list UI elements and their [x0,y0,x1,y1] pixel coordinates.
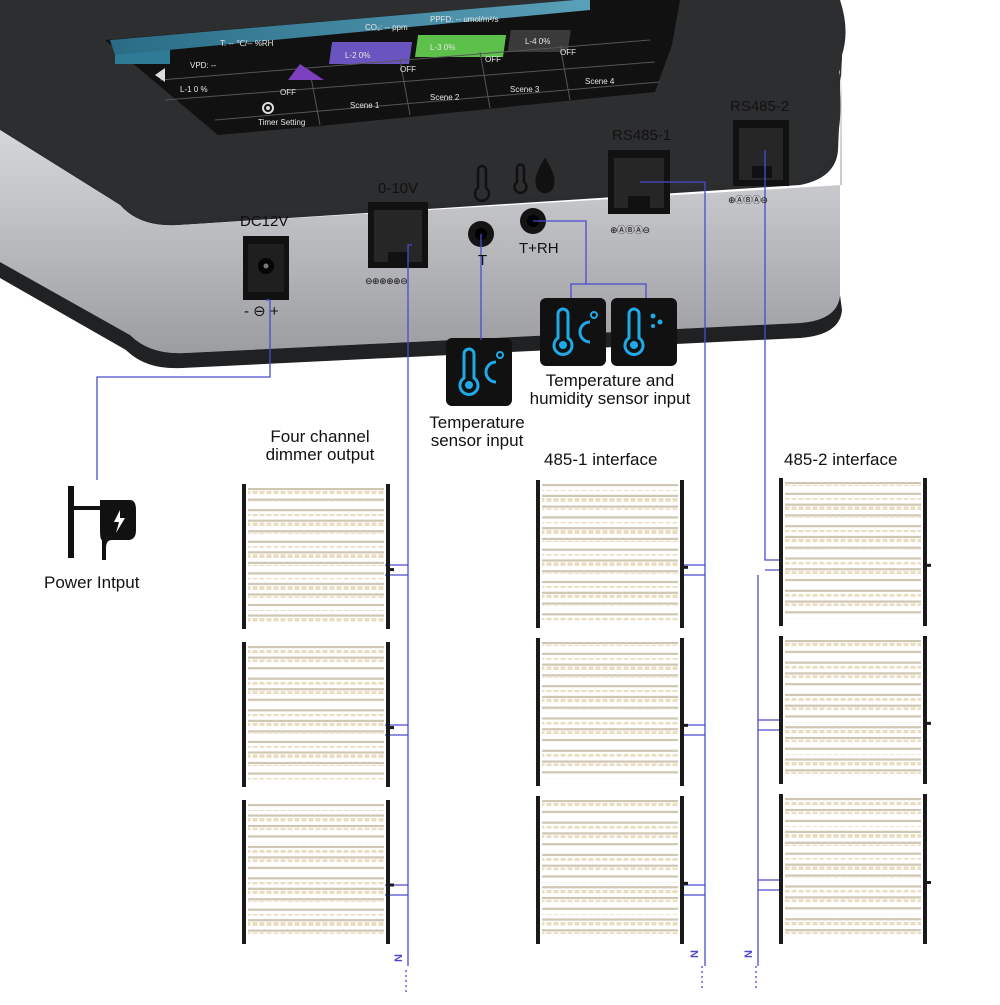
led-bar-dimmer-1 [242,484,394,629]
dc-label: DC12V [240,213,289,230]
rgb-spectrum-icon [288,64,324,80]
led-bar-dimmer-2 [242,642,394,787]
led-bar-485-1-3 [536,796,688,944]
rs485-2-port[interactable] [733,120,789,186]
screen-off-2[interactable]: OFF [400,65,416,74]
screen-cell-l4 [507,30,571,52]
temp-humidity-sensor-label: Temperature and humidity sensor input [529,371,691,408]
screen-scene-1[interactable]: Scene 1 [350,101,380,110]
screen-scene-4[interactable]: Scene 4 [585,77,615,86]
screen-l1-text: L-1 0 % [180,85,208,94]
dc-jack[interactable] [243,236,289,300]
power-adapter-icon [68,486,136,560]
rs485-2-pins-label: ⊕ⒶⒷⒶ⊖ [728,195,768,205]
485-1-interface-label: 485-1 interface [544,450,658,469]
wire-rs1-b3 [683,884,705,896]
trh-label: T+RH [519,240,559,257]
polarity-label: - ⊖ + [244,303,279,320]
power-input-label: Power Intput [44,573,140,592]
settings-gear-icon[interactable] [262,102,274,114]
screen-cell-l2 [329,42,413,64]
touch-screen: T: -- ℃/-- %RH CO₂: -- ppm PPFD: -- umol… [105,0,680,135]
screen-scene-2[interactable]: Scene 2 [430,93,460,102]
screen-cell-l3 [414,35,507,57]
rs485-2-label: RS485-2 [730,98,790,115]
rs485-1-label: RS485-1 [612,127,672,144]
led-bar-dimmer-3 [242,800,394,944]
wire-power [96,299,271,480]
screen-off-4[interactable]: OFF [560,48,576,57]
screen-co2-text: CO₂: -- ppm [365,23,408,32]
screen-ppfd-text: PPFD: -- umol/m²/s [430,15,498,24]
screen-l2-text: L-2 0% [345,51,370,60]
dimmer-port[interactable] [368,202,428,268]
thermometer-celsius-icon-2 [540,298,606,366]
led-bar-485-2-3 [779,794,931,944]
n-marker-485-1: N [689,950,701,958]
dimmer-output-label: Four channel dimmer output [265,427,375,464]
led-bar-485-2-2 [779,636,931,784]
thermometer-port-icon [473,164,491,202]
thermometer-celsius-icon [446,338,512,406]
dimmer-pins-label: ⊖⊕⊕⊕⊕⊖ [365,276,408,286]
screen-back-arrow[interactable] [155,68,165,82]
led-bar-485-2-1 [779,478,931,626]
dimmer-label: 0-10V [378,180,419,197]
screen-scene-3[interactable]: Scene 3 [510,85,540,94]
led-bar-485-1-1 [536,480,688,628]
wire-rs1-b1 [683,564,705,576]
led-bar-485-1-2 [536,638,688,786]
485-2-interface-label: 485-2 interface [784,450,898,469]
rs485-1-pins-label: ⊕ⒶⒷⒶ⊖ [610,225,650,235]
thermometer-humidity-port-icon [513,157,555,195]
screen-l4-text: L-4 0% [525,37,550,46]
t-label: T [478,252,488,269]
wire-rs1 [640,181,706,966]
screen-l3-text: L-3 0% [430,43,455,52]
thermometer-humidity-icon [611,298,677,366]
n-marker-dimmer: N [393,954,405,962]
wire-dimmer [407,244,412,966]
temp-sensor-label: Temperature sensor input [429,413,525,450]
screen-l1-off[interactable]: OFF [280,88,296,97]
wire-rs2-loop [757,575,783,966]
screen-temp-text: T: -- ℃/-- %RH [220,39,274,48]
screen-off-3[interactable]: OFF [485,55,501,64]
screen-timer-setting[interactable]: Timer Setting [258,118,305,127]
n-marker-485-2: N [743,950,755,958]
screen-vpd-text: VPD: -- [190,61,217,70]
wire-trh [533,220,647,298]
